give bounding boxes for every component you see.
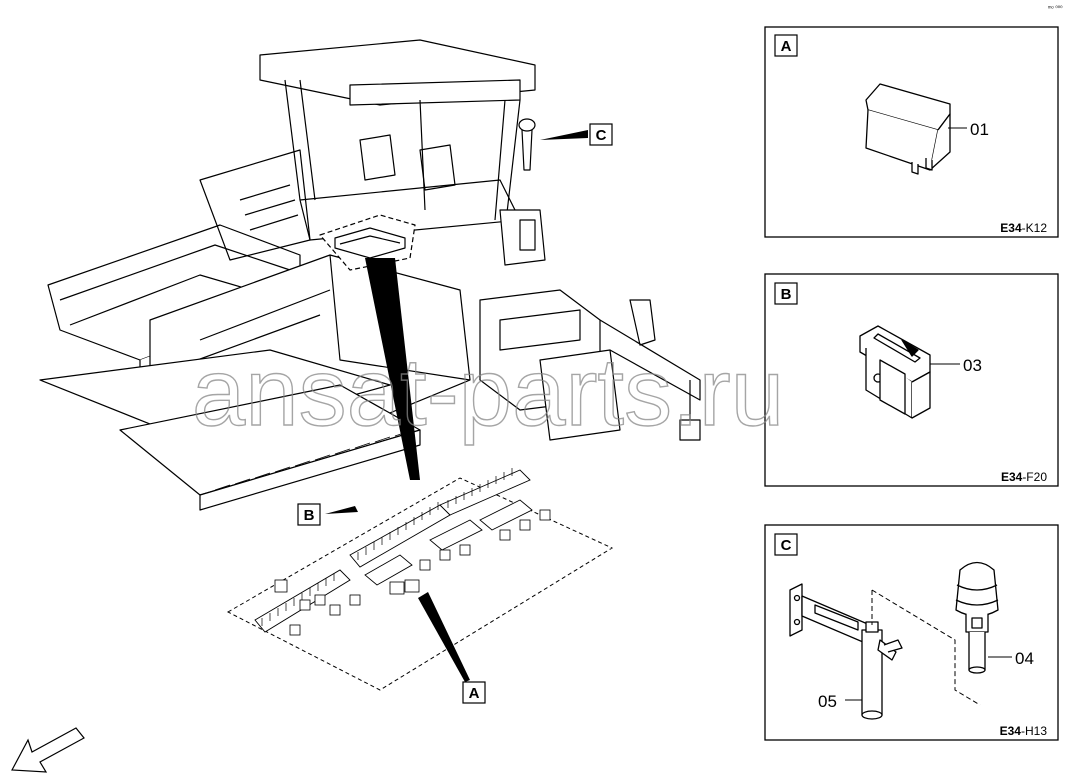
callout-b-label: B [304, 507, 315, 524]
beacon-bracket-icon [789, 583, 903, 720]
panel-c-tag: C [781, 537, 792, 554]
callout-b: B [297, 503, 321, 526]
panel-a-part-01: 01 [970, 120, 989, 139]
panel-b: B 03 E34-F20 [764, 273, 1059, 487]
direction-arrow-icon [11, 727, 85, 773]
panel-a: A 01 E34-K12 [764, 26, 1059, 238]
panel-a-tag: A [781, 38, 792, 55]
relay-icon [865, 83, 951, 175]
panel-c: C 04 05 E34-H13 [764, 524, 1059, 741]
callout-c-label: C [596, 127, 607, 144]
panel-c-part-05: 05 [818, 692, 837, 711]
leader-wedge-b [325, 506, 358, 514]
panel-a-code: E34-K12 [1000, 221, 1047, 235]
panel-b-tag: B [781, 286, 792, 303]
leader-wedge-box [365, 258, 420, 480]
beacon-lamp-icon [955, 561, 999, 674]
callout-a-label: A [469, 685, 480, 702]
blade-fuse-icon [859, 325, 931, 419]
watermark: ansat-parts.ru [192, 339, 784, 446]
callout-c: C [589, 123, 613, 146]
panel-c-part-04: 04 [1015, 649, 1034, 668]
relay-board [226, 468, 614, 691]
panel-b-part-03: 03 [963, 356, 982, 375]
leader-wedge-c [540, 130, 588, 140]
paver-illustration [39, 39, 701, 511]
corner-mark: ᵐᵒ ⁰⁰⁰ [1048, 5, 1063, 12]
panel-b-code: E34-F20 [1001, 470, 1047, 484]
leader-wedge-a [418, 592, 470, 682]
callout-a: A [462, 681, 486, 704]
panel-c-code: E34-H13 [1000, 724, 1048, 738]
